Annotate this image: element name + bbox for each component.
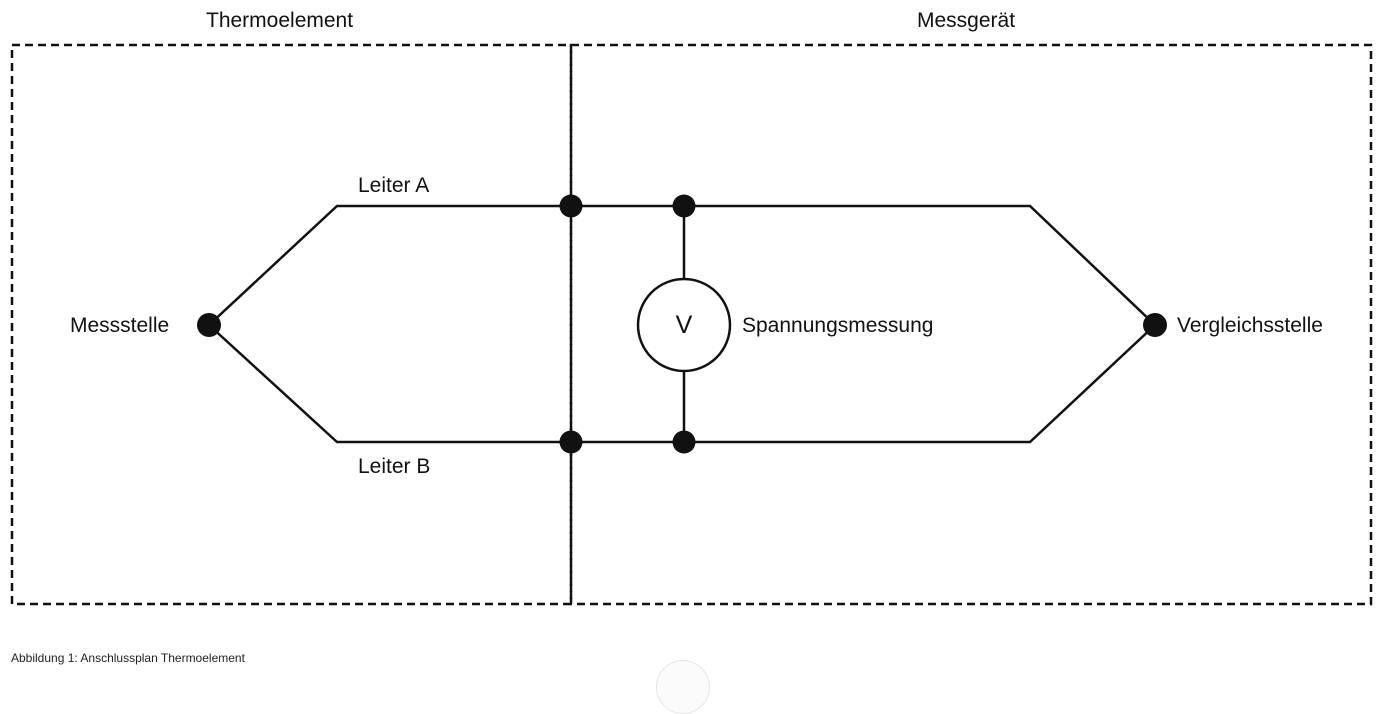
terminal-b-node xyxy=(559,430,583,454)
messgeraet-box xyxy=(569,43,1373,606)
reference-junction-node xyxy=(1143,313,1167,337)
voltmeter-symbol: V xyxy=(675,311,693,339)
section-label-messgeraet: Messgerät xyxy=(917,9,1016,32)
section-label-thermoelement: Thermoelement xyxy=(206,9,354,32)
conductor-a-label: Leiter A xyxy=(358,174,430,197)
measuring-junction-label: Messstelle xyxy=(70,314,170,337)
figure-caption: Abbildung 1: Anschlussplan Thermoelement xyxy=(11,651,245,665)
conductor-b-label: Leiter B xyxy=(358,455,431,478)
scroll-button[interactable] xyxy=(656,660,710,714)
voltmeter-label: Spannungsmessung xyxy=(742,314,934,337)
voltmeter-node-a xyxy=(672,194,696,218)
terminal-a-node xyxy=(559,194,583,218)
measuring-junction-node xyxy=(197,313,221,337)
voltmeter-node-b xyxy=(672,430,696,454)
reference-junction-label: Vergleichsstelle xyxy=(1177,314,1323,337)
voltmeter-circle xyxy=(636,277,732,373)
connection-diagram xyxy=(10,43,1373,606)
